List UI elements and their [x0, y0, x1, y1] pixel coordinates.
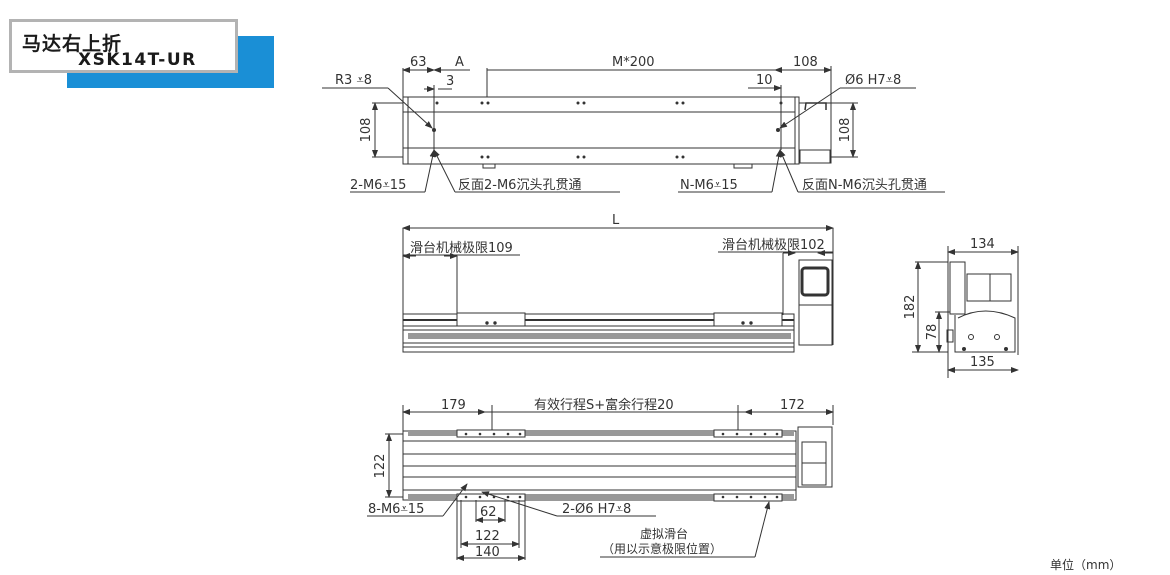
dim-l: L — [612, 213, 620, 228]
side-view-labels: 134 182 78 135 — [903, 237, 995, 370]
top-view — [322, 66, 945, 193]
label-8m6: 8-M6⩡15 — [368, 502, 424, 517]
label-back-nm6: 反面N-M6沉头孔贯通 — [802, 178, 927, 193]
dim-122: 122 — [475, 529, 500, 544]
dim-108-left: 108 — [359, 118, 374, 143]
dim-140: 140 — [475, 545, 500, 560]
dim-172: 172 — [780, 398, 805, 413]
front-view-labels: L 滑台机械极限109 滑台机械极限102 — [410, 213, 825, 256]
label-virtual-slide-note: （用以示意极限位置） — [602, 541, 722, 556]
front-rail — [402, 313, 795, 353]
bottom-slide-right-bottom — [713, 493, 783, 502]
title-box: 马达右上折 XSK14T-UR — [9, 19, 238, 73]
bottom-slide-right-top — [713, 429, 783, 438]
bottom-view-labels: 179 有效行程S+富余行程20 172 122 8-M6⩡15 62 122 … — [368, 397, 805, 560]
dim-108-top: 108 — [793, 55, 818, 70]
side-view — [912, 246, 1019, 378]
title-name: 马达右上折 — [22, 33, 123, 55]
dim-108-right: 108 — [838, 118, 853, 143]
label-nm6: N-M6⩡15 — [680, 178, 738, 193]
front-motor — [798, 259, 833, 346]
dim-78: 78 — [925, 324, 940, 341]
label-2m6: 2-M6⩡15 — [350, 178, 406, 193]
side-motor — [966, 273, 1012, 302]
label-virtual-slide: 虚拟滑台 — [640, 526, 688, 541]
dim-62: 62 — [480, 505, 497, 520]
dim-135: 135 — [970, 355, 995, 370]
label-pin-top: Ø6 H7⩡8 — [845, 73, 901, 88]
dim-a: A — [455, 55, 464, 70]
label-r3: R3 ⩡8 — [335, 73, 372, 88]
label-limit-right: 滑台机械极限102 — [722, 238, 825, 253]
dim-63: 63 — [410, 55, 427, 70]
bottom-view — [367, 405, 834, 561]
dim-3: 3 — [446, 74, 454, 89]
bottom-motor — [797, 426, 833, 488]
top-body-outline — [402, 96, 800, 165]
label-pin-bottom: 2-Ø6 H7⩡8 — [562, 502, 631, 517]
front-view — [402, 225, 834, 353]
dim-182: 182 — [903, 295, 918, 320]
unit-label: 单位（mm） — [1050, 558, 1122, 572]
side-rail-profile — [954, 310, 1016, 353]
top-holes — [432, 101, 783, 159]
front-slide-right — [713, 312, 783, 327]
dim-10: 10 — [756, 73, 773, 88]
side-motor-plate — [949, 261, 966, 315]
front-motor-flange — [800, 266, 830, 297]
dim-stroke: 有效行程S+富余行程20 — [534, 397, 674, 413]
dim-179: 179 — [441, 398, 466, 413]
bottom-slide-left-top — [456, 429, 526, 438]
label-limit-left: 滑台机械极限109 — [410, 241, 513, 256]
dim-122-left: 122 — [373, 454, 388, 479]
title-model: XSK14T-UR — [78, 50, 197, 70]
dim-m200: M*200 — [612, 55, 655, 70]
front-slide-left — [456, 312, 526, 327]
dim-134: 134 — [970, 237, 995, 252]
top-view-labels: 63 A 3 M*200 10 108 R3 ⩡8 Ø6 H7⩡8 108 10… — [335, 55, 927, 193]
label-back-2m6: 反面2-M6沉头孔贯通 — [458, 178, 581, 193]
